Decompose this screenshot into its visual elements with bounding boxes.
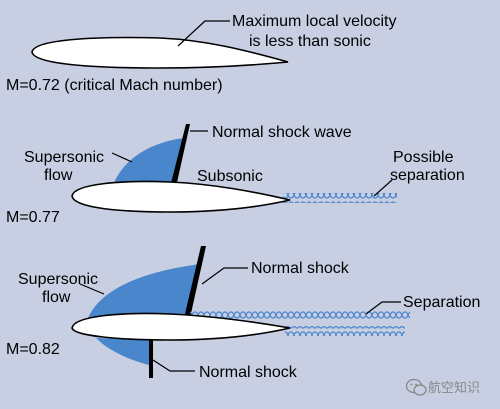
callout-normal-shock-upper: Normal shock bbox=[251, 260, 350, 277]
callout-normal-shock-wave: Normal shock wave bbox=[212, 124, 352, 141]
callout-supersonic-flow-3-line1: Supersonic bbox=[18, 271, 98, 288]
callout-separation: Separation bbox=[403, 294, 480, 311]
panel-3: Supersonic flow Normal shock Separation … bbox=[6, 246, 480, 381]
airfoil-2 bbox=[71, 180, 291, 213]
callout-supersonic-flow-2-line1: Supersonic bbox=[24, 149, 104, 166]
airfoil-3 bbox=[71, 312, 291, 341]
callout-leader-separation-3 bbox=[365, 301, 401, 315]
mach-label-2: M=0.77 bbox=[6, 209, 60, 226]
wechat-icon bbox=[405, 378, 427, 396]
callout-leader-supersonic-2 bbox=[111, 152, 133, 163]
callout-leader-normal-shock-lower bbox=[152, 359, 195, 372]
mach-label-3: M=0.82 bbox=[6, 341, 60, 358]
supersonic-region-3-upper bbox=[88, 264, 200, 318]
callout-leader-separation-2 bbox=[373, 179, 393, 197]
supersonic-region-3-lower bbox=[96, 338, 152, 366]
airfoil-1 bbox=[31, 36, 289, 69]
normal-shock-lower-3 bbox=[149, 338, 153, 378]
callout-leader-velocity bbox=[177, 20, 230, 47]
callout-supersonic-flow-3-line2: flow bbox=[42, 289, 71, 306]
mach-label-1: M=0.72 (critical Mach number) bbox=[6, 77, 223, 94]
callout-subsonic: Subsonic bbox=[197, 168, 263, 185]
watermark: 航空知识 bbox=[405, 378, 480, 396]
separation-wake-3-lower bbox=[285, 326, 405, 336]
callout-velocity-line2: is less than sonic bbox=[249, 33, 371, 50]
supersonic-region-2 bbox=[112, 138, 184, 188]
callout-leader-normal-shock-upper bbox=[201, 267, 248, 285]
separation-wake-2 bbox=[283, 193, 397, 203]
callout-leader-supersonic-3 bbox=[79, 283, 105, 295]
callout-possible-separation-line1: Possible bbox=[393, 149, 454, 166]
normal-shock-upper-3 bbox=[184, 246, 206, 318]
callout-possible-separation-line2: separation bbox=[390, 167, 465, 184]
callout-normal-shock-lower: Normal shock bbox=[199, 364, 298, 381]
watermark-text: 航空知识 bbox=[428, 380, 480, 396]
panel-2: Normal shock wave Supersonic flow Subson… bbox=[6, 124, 465, 226]
separation-wake-3-upper bbox=[190, 311, 410, 321]
callout-supersonic-flow-2-line2: flow bbox=[44, 167, 73, 184]
normal-shock-wave-2 bbox=[170, 124, 190, 187]
callout-velocity-line1: Maximum local velocity bbox=[232, 13, 396, 30]
panel-1: Maximum local velocity is less than soni… bbox=[6, 13, 396, 94]
